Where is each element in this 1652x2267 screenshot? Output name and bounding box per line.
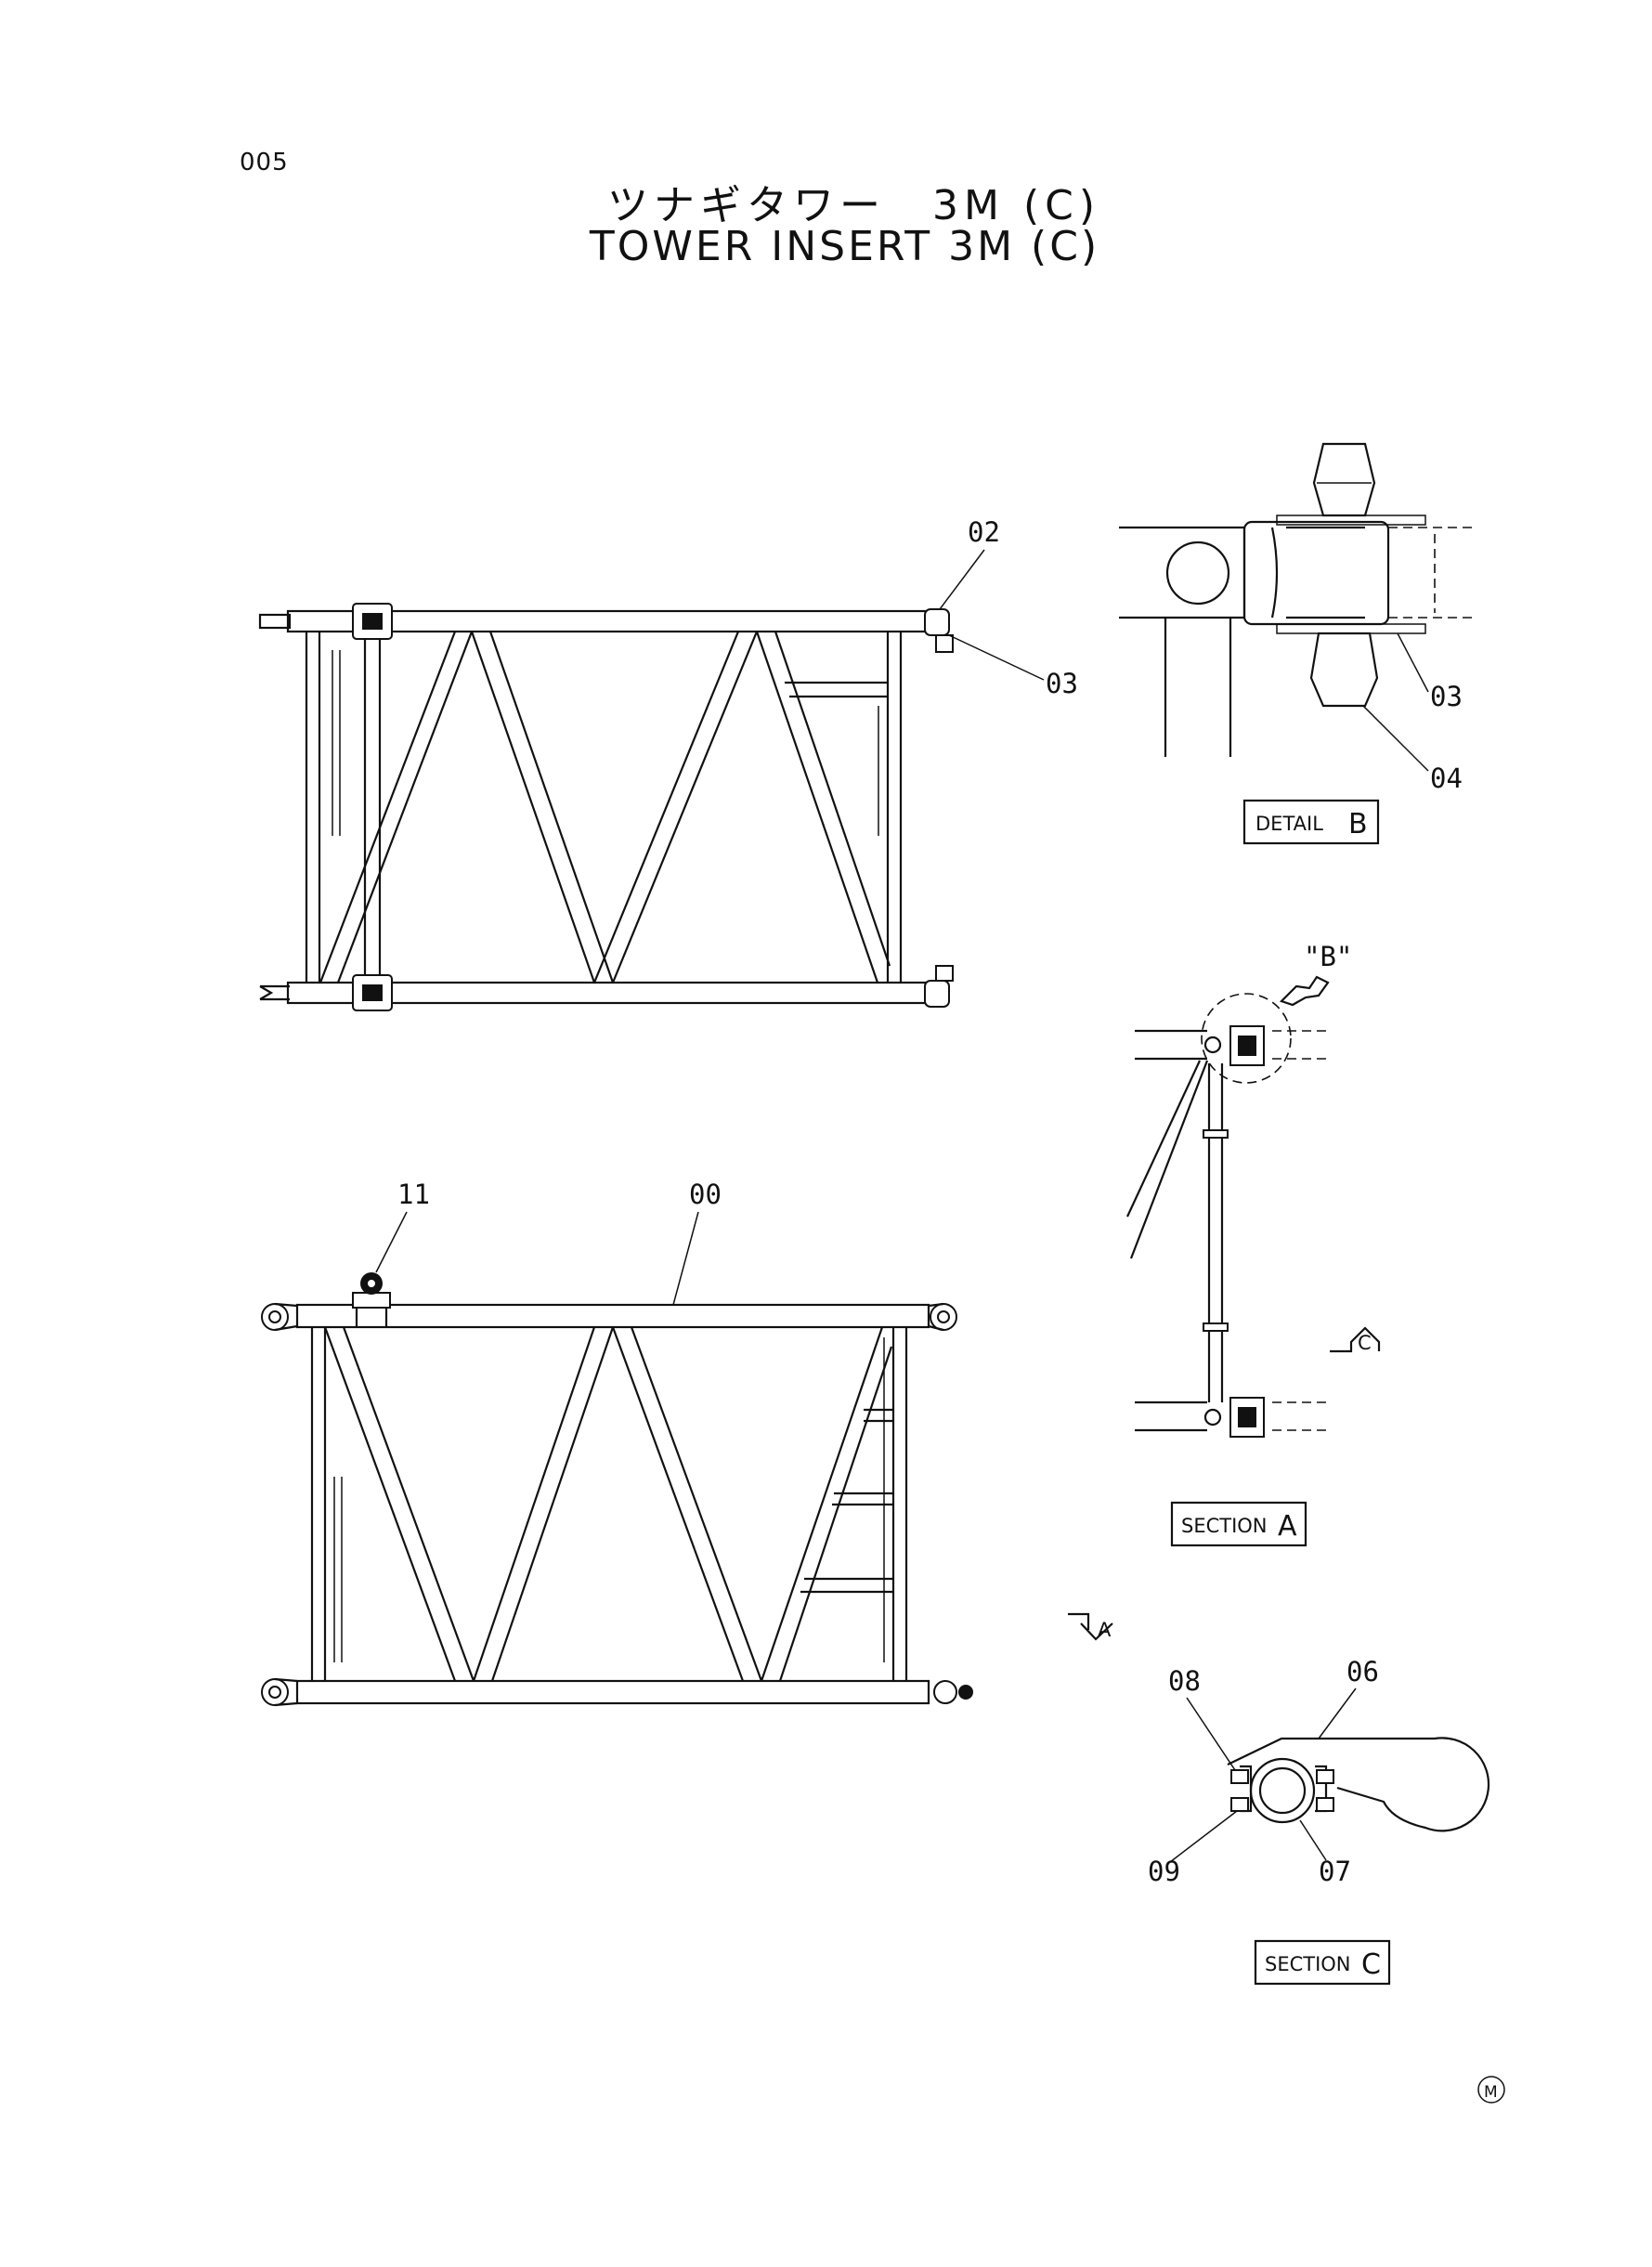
section-c-label-letter: C: [1361, 1948, 1381, 1981]
ref-a-marker: A: [1098, 1619, 1112, 1641]
detail-b-view: [1119, 442, 1476, 757]
section-a-label-word: SECTION: [1181, 1515, 1268, 1537]
callout-02: 02: [968, 516, 1000, 548]
title-japanese: ツナギタワー 3M (C): [607, 182, 1100, 229]
ref-a-arrow: [1068, 1612, 1113, 1641]
footer-mark-circle: [1477, 2076, 1505, 2104]
footer-mark: M: [1484, 2083, 1498, 2102]
callout-08: 08: [1168, 1665, 1201, 1697]
callout-00: 00: [689, 1179, 722, 1210]
section-a-label-letter: A: [1278, 1510, 1297, 1543]
callout-03: 03: [1046, 668, 1078, 699]
title-english: TOWER INSERT 3M (C): [589, 223, 1100, 270]
section-c-label-box: [1254, 1939, 1391, 1986]
callout-06: 06: [1346, 1656, 1379, 1687]
detail-b-callout-04: 04: [1430, 762, 1463, 794]
section-a-view: [1126, 975, 1381, 1438]
detail-b-label-letter: B: [1348, 808, 1368, 840]
side-frame-view: [261, 1272, 973, 1707]
page-number: 005: [240, 149, 289, 176]
detail-b-label-box: [1242, 799, 1380, 845]
callout-09: 09: [1148, 1856, 1180, 1887]
ref-b-marker: "B": [1304, 941, 1352, 972]
section-c-view: [1227, 1737, 1490, 1832]
section-c-label-word: SECTION: [1265, 1953, 1351, 1975]
ref-c-marker: C: [1358, 1332, 1372, 1354]
callout-11: 11: [397, 1179, 430, 1210]
callout-07: 07: [1319, 1856, 1351, 1887]
top-frame-view: [258, 603, 954, 1011]
detail-b-label-word: DETAIL: [1255, 813, 1323, 835]
detail-b-callout-03: 03: [1430, 681, 1463, 712]
section-a-label-box: [1170, 1501, 1307, 1547]
